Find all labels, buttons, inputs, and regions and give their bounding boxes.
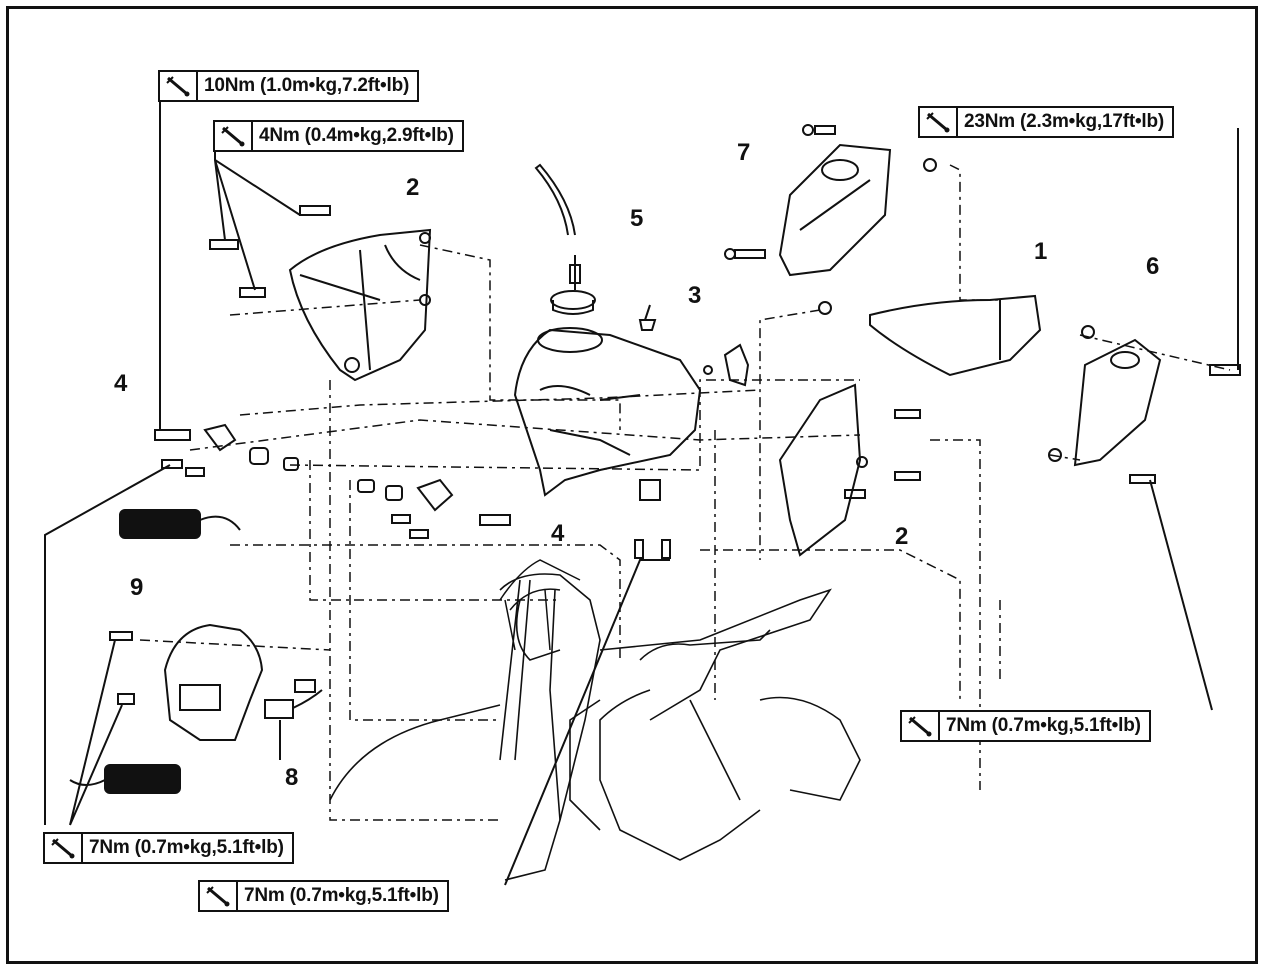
torque-value-text: 23Nm (2.3m•kg,17ft•lb) [964, 111, 1165, 132]
bracket-3 [723, 343, 750, 387]
side-cover-7 [778, 143, 892, 277]
callout-3: 3 [688, 282, 702, 309]
torque-value-text: 7Nm (0.7m•kg,5.1ft•lb) [946, 715, 1141, 736]
callout-8: 8 [285, 764, 299, 791]
leader-line [69, 639, 123, 826]
shroud-right [778, 383, 862, 557]
torque-label-4nm: 4Nm (0.4m•kg,2.9ft•lb) [213, 120, 464, 152]
shroud-left [288, 228, 432, 382]
leader-line [214, 150, 301, 291]
callout-4-center: 4 [551, 520, 565, 547]
torque-label-7nm-right: 7Nm (0.7m•kg,5.1ft•lb) [900, 710, 1151, 742]
torque-value-text: 7Nm (0.7m•kg,5.1ft•lb) [89, 837, 284, 858]
torque-label-7nm-left: 7Nm (0.7m•kg,5.1ft•lb) [43, 832, 294, 864]
callout-7: 7 [737, 139, 751, 166]
leader-line [504, 559, 670, 886]
torque-label-10nm: 10Nm (1.0m•kg,7.2ft•lb) [158, 70, 420, 102]
frame-background [329, 573, 861, 881]
torque-value-text: 4Nm (0.4m•kg,2.9ft•lb) [259, 125, 454, 146]
side-cover-6 [1073, 338, 1162, 467]
torque-wrench-icon [902, 712, 940, 740]
handgrip-bottom [104, 764, 181, 794]
callout-2-left: 2 [406, 174, 420, 201]
torque-value-text: 7Nm (0.7m•kg,5.1ft•lb) [244, 885, 439, 906]
torque-wrench-icon [45, 834, 83, 862]
callout-2-right: 2 [895, 523, 909, 550]
callout-5: 5 [630, 205, 644, 232]
leader-line [44, 464, 171, 825]
callout-1: 1 [1034, 238, 1048, 265]
connector-8 [264, 699, 294, 719]
torque-wrench-icon [200, 882, 238, 910]
diagram-border [6, 6, 1258, 964]
callout-9: 9 [130, 574, 144, 601]
torque-wrench-icon [215, 122, 253, 150]
headlight-9 [163, 623, 264, 741]
handgrip-top [119, 509, 201, 539]
torque-wrench-icon [920, 108, 958, 136]
torque-value-text: 10Nm (1.0m•kg,7.2ft•lb) [204, 75, 410, 96]
leader-line [1149, 479, 1213, 711]
callout-6: 6 [1146, 253, 1160, 280]
torque-label-23nm: 23Nm (2.3m•kg,17ft•lb) [918, 106, 1175, 138]
fuel-cap [550, 290, 596, 310]
fuel-tank [513, 328, 702, 497]
torque-wrench-icon [160, 72, 198, 100]
callout-4-left: 4 [114, 370, 128, 397]
seat-1 [869, 294, 1042, 377]
torque-label-7nm-center: 7Nm (0.7m•kg,5.1ft•lb) [198, 880, 449, 912]
